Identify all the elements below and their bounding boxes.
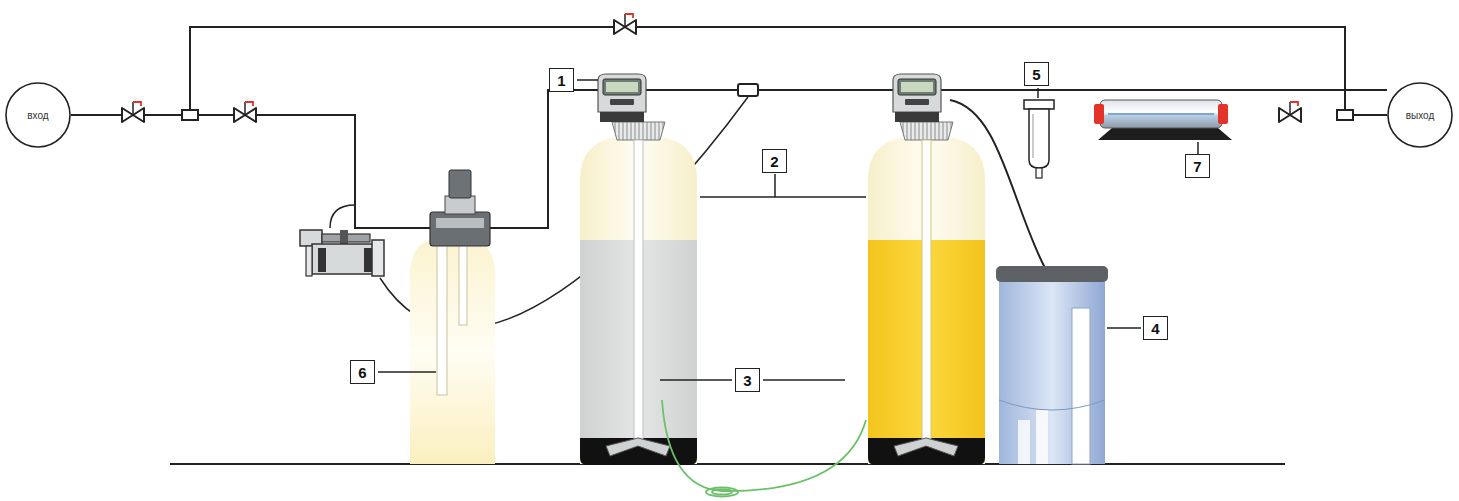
leader-line-part bbox=[700, 174, 866, 197]
leader-line-part bbox=[763, 379, 845, 381]
callout-number: 3 bbox=[735, 368, 760, 392]
drain-hose-part bbox=[662, 400, 866, 491]
main-pipe-part bbox=[190, 26, 1345, 28]
drain-hose bbox=[662, 400, 866, 497]
main-pipe-part bbox=[941, 89, 1387, 91]
cartridge-filter-part bbox=[1036, 168, 1042, 178]
uv-sterilizer-part bbox=[1218, 104, 1228, 124]
leader-line bbox=[378, 80, 1198, 380]
terminal-label: вход bbox=[27, 110, 48, 121]
dosing-tank-part bbox=[445, 196, 475, 214]
dosing-tank-part bbox=[459, 245, 467, 325]
leader-line-part bbox=[378, 371, 436, 373]
brine-tank-part bbox=[996, 266, 1108, 282]
illustration-part bbox=[234, 102, 256, 122]
water-meter bbox=[738, 84, 758, 96]
floor-line bbox=[170, 463, 1285, 465]
dosing-tank-part bbox=[437, 245, 447, 395]
dosing-pump-part bbox=[330, 205, 355, 228]
leader-line-part bbox=[1037, 88, 1039, 98]
dosing-tank-part bbox=[430, 212, 490, 246]
illustration-part bbox=[614, 14, 636, 34]
dosing-pump-part bbox=[364, 248, 372, 272]
softener-tank-part bbox=[894, 438, 958, 456]
uv-sterilizer bbox=[1094, 100, 1232, 140]
illustration-part bbox=[122, 102, 144, 122]
callout-number: 1 bbox=[549, 68, 574, 92]
cartridge-filter bbox=[1024, 100, 1054, 178]
dosing-pump-part bbox=[318, 248, 326, 272]
dosing-pump-part bbox=[340, 230, 348, 244]
callout-number: 4 bbox=[1143, 316, 1168, 340]
cartridge-filter-part bbox=[1024, 100, 1054, 109]
softener-tank-part bbox=[900, 122, 953, 140]
dosing-pump bbox=[300, 205, 384, 276]
filter-tank bbox=[580, 74, 697, 465]
dosing-tank-part bbox=[449, 170, 471, 198]
brine-tank-part bbox=[1072, 308, 1090, 464]
dosing-pump-part bbox=[306, 246, 312, 276]
cartridge-filter-part bbox=[1033, 114, 1034, 158]
main-pipe-part bbox=[71, 115, 435, 228]
dosing-pump-part bbox=[372, 240, 384, 276]
terminal-outline bbox=[1388, 83, 1452, 147]
main-pipe-part bbox=[1344, 27, 1346, 115]
brine-tank-part bbox=[999, 400, 1105, 410]
brine-tank bbox=[996, 266, 1108, 464]
filter-tank-part bbox=[580, 137, 697, 464]
terminal-circle: вход bbox=[5, 82, 71, 148]
callout-number: 2 bbox=[762, 149, 787, 173]
illustration-part bbox=[1337, 110, 1353, 120]
uv-sterilizer-part bbox=[1100, 100, 1222, 128]
leader-line-part bbox=[660, 379, 732, 381]
terminal-circle: выход bbox=[1387, 82, 1453, 148]
dosing-tank-part bbox=[436, 218, 484, 228]
brine-tank-part bbox=[1018, 420, 1030, 464]
main-pipe-part bbox=[645, 89, 893, 91]
callout-number: 6 bbox=[350, 360, 375, 384]
illustration-part bbox=[1279, 102, 1301, 122]
drain-hose-part bbox=[712, 490, 732, 495]
softener-tank bbox=[868, 74, 985, 465]
uv-sterilizer-part bbox=[1098, 128, 1232, 140]
callout-number: 5 bbox=[1024, 62, 1049, 86]
main-pipe bbox=[71, 27, 1387, 228]
uv-sterilizer-part bbox=[1108, 113, 1214, 115]
terminal-outline bbox=[6, 83, 70, 147]
filter-tank-part bbox=[612, 122, 665, 140]
main-pipe-part bbox=[189, 27, 191, 115]
dosing-tank-part bbox=[410, 238, 495, 464]
dosing-tank bbox=[410, 170, 495, 464]
brine-tank-part bbox=[1036, 410, 1048, 464]
illustration-part bbox=[182, 110, 198, 120]
leader-line-part bbox=[1107, 327, 1141, 329]
softener-tank-part bbox=[893, 74, 941, 122]
softener-tank-part bbox=[922, 140, 931, 440]
softener-tank-part bbox=[868, 137, 985, 464]
leader-line-part bbox=[577, 79, 598, 81]
brine-tank-part bbox=[999, 276, 1105, 464]
drain-hose-part bbox=[706, 488, 738, 497]
uv-sterilizer-part bbox=[1094, 104, 1104, 124]
softener-tank-part bbox=[868, 438, 985, 465]
cartridge-filter-part bbox=[1029, 109, 1049, 168]
filter-tank-part bbox=[606, 438, 670, 456]
dosing-pump-part bbox=[312, 244, 374, 274]
filter-tank-part bbox=[598, 74, 646, 122]
callout-number: 7 bbox=[1185, 154, 1210, 178]
filter-tank-part bbox=[634, 140, 643, 440]
terminal-label: выход bbox=[1406, 110, 1435, 121]
filter-tank-part bbox=[580, 438, 697, 465]
